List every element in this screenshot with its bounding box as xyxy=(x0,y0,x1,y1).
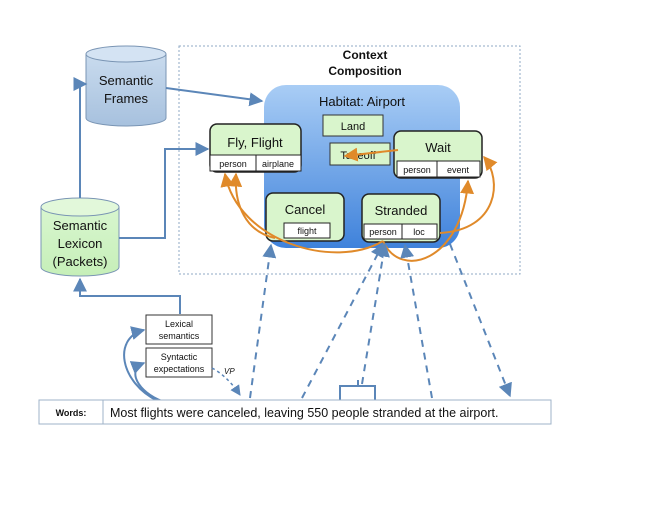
semantic-lexicon-line3: (Packets) xyxy=(53,254,108,269)
orange-stranded-to-fly xyxy=(220,172,384,254)
syntactic-expectations-box xyxy=(145,347,213,378)
bracket-550-people xyxy=(339,380,376,401)
frame-land xyxy=(322,114,384,137)
fly-slot-person-label: person xyxy=(219,159,247,169)
fly-slot-airplane-label: airplane xyxy=(262,159,294,169)
arrow-words-to-syntactic xyxy=(129,361,163,402)
dashed-stranded-to-stranded xyxy=(400,243,433,399)
wait-slot-event xyxy=(436,160,481,178)
arrow-syntactic-vp xyxy=(211,367,241,396)
arrow-words-to-lexical xyxy=(123,326,159,402)
stranded-label: Stranded xyxy=(375,203,428,218)
dashed-people-to-person xyxy=(361,242,390,385)
wait-slot-event-label: event xyxy=(447,165,470,175)
stranded-slot-loc xyxy=(401,223,438,240)
dashed-leaving-to-stranded xyxy=(301,242,384,399)
semantic-frames-cylinder xyxy=(85,45,167,127)
stranded-slot-loc-label: loc xyxy=(413,227,425,237)
dashed-loc-to-airport xyxy=(449,243,512,398)
lexical-line1: Lexical xyxy=(165,319,193,329)
arrow-lexical-to-lexicon xyxy=(73,277,181,314)
words-label-box xyxy=(38,399,104,425)
vp-label: VP xyxy=(224,367,235,376)
words-sentence: Most flights were canceled, leaving 550 … xyxy=(110,406,498,420)
orange-loc-to-wait xyxy=(439,155,498,234)
semantic-frames-line2: Frames xyxy=(104,91,149,106)
lexical-line2: semantics xyxy=(159,331,200,341)
habitat-label: Habitat: Airport xyxy=(319,94,405,109)
words-strip xyxy=(38,399,552,425)
orange-stranded-to-wait xyxy=(382,179,475,262)
fly-label: Fly, Flight xyxy=(227,135,283,150)
fly-slot-airplane xyxy=(255,154,302,172)
cancel-slot-flight xyxy=(283,222,331,239)
dashed-canceled-to-cancel xyxy=(249,243,277,399)
orange-cancel-to-fly xyxy=(228,172,276,239)
wait-label: Wait xyxy=(425,140,451,155)
semantic-lexicon-cylinder xyxy=(40,197,120,277)
lexical-semantics-box xyxy=(145,314,213,345)
words-label: Words: xyxy=(56,408,87,418)
arrow-frames-to-habitat xyxy=(165,87,264,107)
context-composition-box xyxy=(178,45,521,275)
semantic-lexicon-line2: Lexicon xyxy=(58,236,103,251)
arrow-lexicon-to-frames xyxy=(73,77,88,198)
syntactic-line2: expectations xyxy=(154,364,205,374)
semantic-frames-line1: Semantic xyxy=(99,73,154,88)
wait-slot-person-label: person xyxy=(403,165,431,175)
cancel-label: Cancel xyxy=(285,202,326,217)
land-label: Land xyxy=(341,121,365,133)
context-title-line1: Context xyxy=(343,48,388,62)
syntactic-line1: Syntactic xyxy=(161,352,198,362)
orange-wait-to-takeoff xyxy=(343,147,399,162)
semantic-lexicon-line1: Semantic xyxy=(53,218,108,233)
stranded-slot-person-label: person xyxy=(369,227,397,237)
arrow-lexicon-to-fly xyxy=(119,142,210,239)
cancel-slot-flight-label: flight xyxy=(297,226,317,236)
context-title-line2: Composition xyxy=(328,64,401,78)
